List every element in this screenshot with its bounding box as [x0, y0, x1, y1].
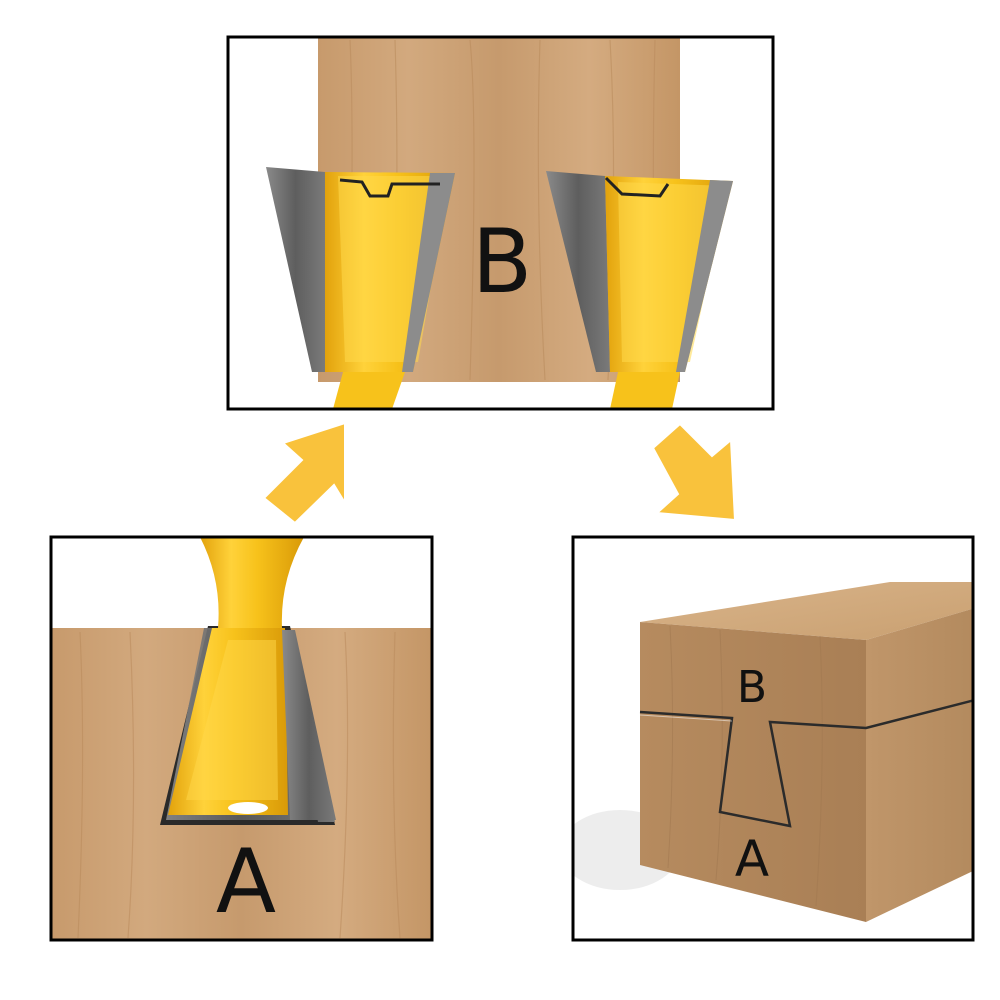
bottom-left-panel-frame	[49, 535, 434, 942]
top-panel: B	[226, 35, 775, 411]
label-b-top: B	[472, 210, 532, 313]
dovetail-bit-right	[546, 171, 733, 409]
dovetail-bit-left	[266, 167, 455, 409]
joined-block-front	[640, 622, 866, 922]
bottom-right-panel: B A	[571, 535, 975, 942]
dovetail-bit-in-groove	[166, 628, 336, 820]
bottom-right-panel-frame	[571, 535, 975, 942]
label-a-bottom-right: A	[735, 830, 769, 888]
arrow-down-right-icon	[651, 422, 737, 522]
joined-block-side	[866, 608, 973, 922]
arrow-up-right-icon	[262, 421, 346, 525]
joined-block-top	[640, 582, 973, 640]
bottom-left-panel: A	[49, 535, 434, 942]
label-a-bottom-left: A	[216, 830, 276, 933]
label-b-bottom-right: B	[737, 662, 767, 713]
top-panel-frame	[226, 35, 775, 411]
